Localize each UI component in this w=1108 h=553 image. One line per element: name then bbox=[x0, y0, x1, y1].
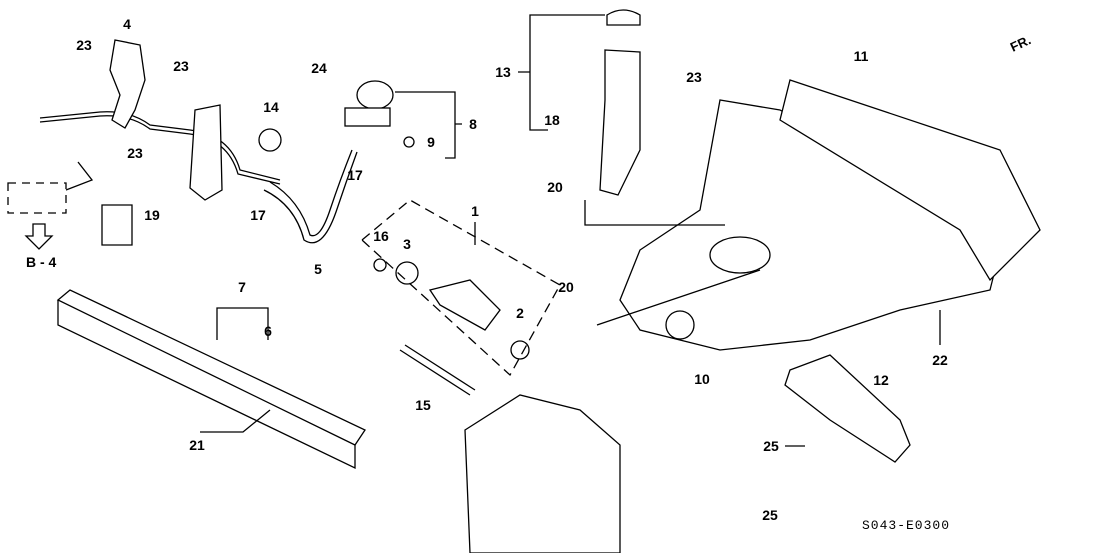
part-15 bbox=[399, 344, 476, 396]
rail-7-leader bbox=[216, 307, 269, 340]
injector bbox=[373, 258, 530, 360]
callout[interactable]: 23 bbox=[127, 145, 143, 161]
injector-box-1 bbox=[361, 199, 561, 377]
callout[interactable]: 23 bbox=[76, 37, 92, 53]
callout[interactable]: 9 bbox=[427, 134, 435, 150]
callout[interactable]: 20 bbox=[547, 179, 563, 195]
callout[interactable]: 24 bbox=[311, 60, 327, 76]
pressure-regulator-8 bbox=[344, 80, 394, 127]
callout[interactable]: 17 bbox=[250, 207, 266, 223]
callout[interactable]: 14 bbox=[263, 99, 279, 115]
stay-12 bbox=[784, 354, 911, 463]
callout[interactable]: 11 bbox=[853, 48, 869, 64]
callout[interactable]: 6 bbox=[264, 323, 272, 339]
return-hose-5 bbox=[263, 149, 358, 244]
diagram-code: S043-E0300 bbox=[862, 518, 951, 533]
bolt-21-leader bbox=[200, 409, 271, 433]
callout[interactable]: 10 bbox=[694, 371, 710, 387]
callout[interactable]: 21 bbox=[189, 437, 205, 453]
callout[interactable]: 19 bbox=[144, 207, 160, 223]
callout[interactable]: 25 bbox=[762, 507, 778, 523]
filter-box-dashed bbox=[7, 182, 67, 214]
filter-leader bbox=[65, 161, 94, 191]
callout[interactable]: 25 bbox=[763, 438, 779, 454]
callout[interactable]: 7 bbox=[238, 279, 246, 295]
callout[interactable]: 13 bbox=[495, 64, 511, 80]
callout[interactable]: 4 bbox=[123, 16, 131, 32]
reference-label: B - 4 bbox=[26, 254, 57, 270]
lower-manifold-fragment bbox=[464, 394, 621, 553]
callout[interactable]: 23 bbox=[686, 69, 702, 85]
bracket bbox=[189, 104, 223, 201]
gasket-11 bbox=[779, 79, 1041, 282]
clip-19 bbox=[101, 204, 133, 246]
clip-13-bracket bbox=[599, 9, 641, 196]
o-ring-9 bbox=[403, 136, 415, 148]
callout[interactable]: 20 bbox=[558, 279, 574, 295]
callout[interactable]: 3 bbox=[403, 236, 411, 252]
bracket-13-leader bbox=[518, 14, 605, 131]
callout[interactable]: 8 bbox=[469, 116, 477, 132]
bracket-8-leader bbox=[395, 91, 462, 159]
callout[interactable]: 22 bbox=[932, 352, 948, 368]
bracket-4 bbox=[109, 39, 146, 129]
callout[interactable]: 12 bbox=[873, 372, 889, 388]
callout[interactable]: 15 bbox=[415, 397, 431, 413]
callout[interactable]: 18 bbox=[544, 112, 560, 128]
stud-20-leader bbox=[584, 200, 725, 226]
callout[interactable]: 23 bbox=[173, 58, 189, 74]
fuel-feed-pipe bbox=[39, 111, 281, 185]
callout[interactable]: 1 bbox=[471, 203, 479, 219]
stud-20b-leader bbox=[596, 269, 761, 326]
callout[interactable]: 17 bbox=[347, 167, 363, 183]
callout[interactable]: 16 bbox=[373, 228, 389, 244]
reference-arrow bbox=[24, 223, 54, 250]
fuel-rail-7 bbox=[56, 289, 366, 470]
clamp-14 bbox=[258, 128, 282, 152]
callout[interactable]: 5 bbox=[314, 261, 322, 277]
callout[interactable]: 2 bbox=[516, 305, 524, 321]
